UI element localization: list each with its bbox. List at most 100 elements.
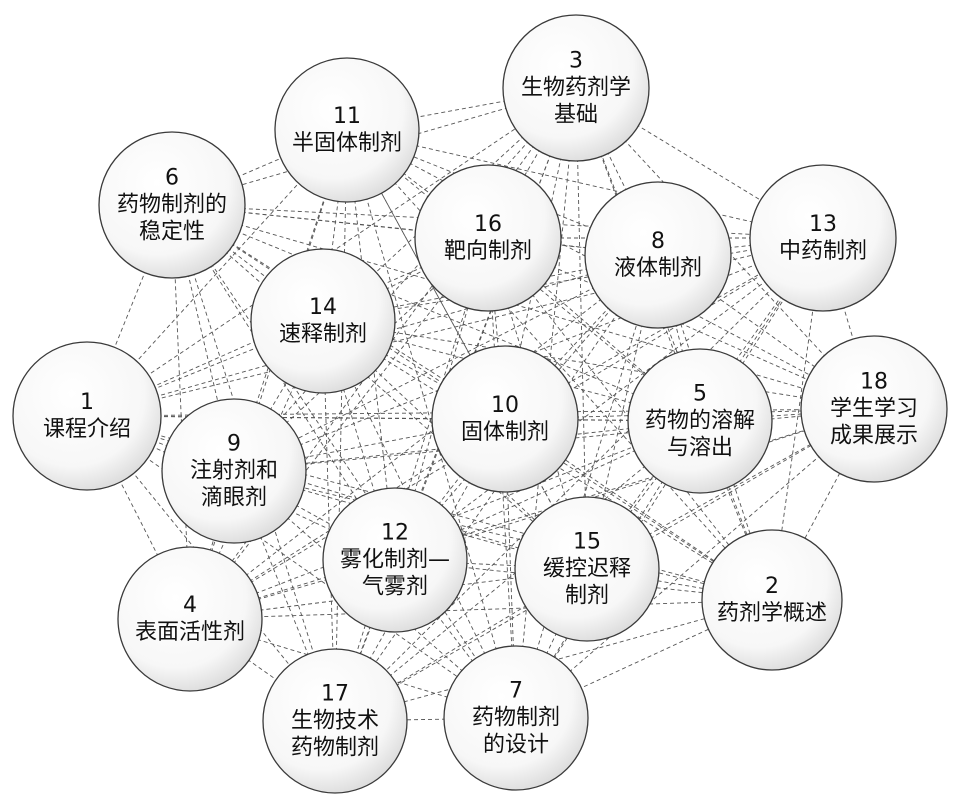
topic-label: 成果展示 xyxy=(830,424,918,449)
topic-label: 课程介绍 xyxy=(43,417,131,442)
topic-node-circle xyxy=(627,348,773,494)
edge-3-9 xyxy=(233,87,577,472)
topic-number: 12 xyxy=(381,521,409,546)
edge-13-14 xyxy=(322,237,824,322)
topic-number: 13 xyxy=(809,212,837,237)
topic-label: 制剂 xyxy=(565,584,609,609)
edge-12-13 xyxy=(394,237,824,561)
edge-6-15 xyxy=(171,204,588,570)
topic-label: 滴眼剂 xyxy=(201,486,267,511)
topic-label: 半固体制剂 xyxy=(292,131,402,156)
edge-7-12 xyxy=(394,559,517,719)
edge-6-17 xyxy=(171,204,336,722)
topic-number: 10 xyxy=(491,393,519,418)
topic-number: 1 xyxy=(80,390,94,415)
topic-node-circle xyxy=(414,164,562,312)
topic-number: 3 xyxy=(569,49,583,74)
topic-label: 中药制剂 xyxy=(779,239,867,264)
topic-number: 8 xyxy=(651,229,665,254)
topic-number: 2 xyxy=(765,574,779,599)
topic-node-circle xyxy=(514,496,660,642)
edge-11-13 xyxy=(346,129,824,239)
edge-7-8 xyxy=(515,254,659,719)
topic-label: 的设计 xyxy=(483,733,549,758)
topic-node-circle xyxy=(12,341,162,491)
topic-number: 6 xyxy=(165,166,179,191)
topic-node-circle xyxy=(274,57,420,203)
topic-node-circle xyxy=(431,345,579,493)
topic-label: 药剂学概述 xyxy=(717,601,827,626)
edge-5-11 xyxy=(346,129,701,422)
edge-11-18 xyxy=(346,129,875,410)
topic-node-circle xyxy=(98,131,246,279)
topic-label: 生物药剂学 xyxy=(521,76,631,101)
topic-label: 药物制剂 xyxy=(291,736,379,761)
topic-node-circle xyxy=(749,164,897,312)
edge-2-9 xyxy=(233,470,773,601)
topic-label: 药物的溶解 xyxy=(645,409,755,434)
topic-label: 基础 xyxy=(554,103,598,128)
topic-label: 学生学习 xyxy=(830,397,918,422)
edge-6-7 xyxy=(171,204,517,719)
edge-11-15 xyxy=(346,129,588,570)
edge-16-17 xyxy=(334,237,489,722)
edge-4-16 xyxy=(189,237,489,620)
topic-label: 液体制剂 xyxy=(614,256,702,281)
topic-node-circle xyxy=(584,181,732,329)
topic-label: 速释制剂 xyxy=(279,322,367,347)
edge-1-7 xyxy=(86,415,517,719)
edge-2-4 xyxy=(189,599,773,620)
edge-4-8 xyxy=(189,254,659,620)
topic-label: 气雾剂 xyxy=(362,575,428,600)
topic-label: 生物技术 xyxy=(291,709,379,734)
edge-7-11 xyxy=(346,129,517,719)
edge-3-15 xyxy=(575,87,588,570)
topic-node-circle xyxy=(161,398,307,544)
topic-label: 缓控迟释 xyxy=(543,557,631,582)
topic-node-circle xyxy=(250,248,396,394)
topic-node-circle xyxy=(443,645,589,791)
topic-label: 药物制剂的 xyxy=(117,193,227,218)
topic-node-circle xyxy=(701,529,843,671)
edge-14-18 xyxy=(322,320,875,410)
topic-label: 药物制剂 xyxy=(472,706,560,731)
topic-number: 18 xyxy=(860,370,888,395)
edge-8-9 xyxy=(233,254,659,472)
topic-number: 7 xyxy=(509,679,523,704)
edge-2-3 xyxy=(575,87,773,601)
edge-13-17 xyxy=(334,237,824,722)
topic-number: 16 xyxy=(474,212,502,237)
topic-node-circle xyxy=(322,487,468,633)
topic-node-circle xyxy=(800,335,948,483)
topic-number: 9 xyxy=(227,432,241,457)
edge-6-18 xyxy=(171,204,875,410)
topic-node-circle xyxy=(117,546,263,692)
topic-node-circle xyxy=(262,648,408,794)
edge-1-9 xyxy=(86,415,235,472)
topic-label: 表面活性剂 xyxy=(135,620,245,645)
topic-label: 注射剂和 xyxy=(190,459,278,484)
topic-nodes: 1课程介绍2药剂学概述3生物药剂学基础4表面活性剂5药物的溶解与溶出6药物制剂的… xyxy=(12,14,948,794)
edge-6-8 xyxy=(171,204,659,256)
edge-5-17 xyxy=(334,420,701,722)
topic-number: 4 xyxy=(183,593,197,618)
topic-label: 稳定性 xyxy=(139,220,205,245)
topic-node-circle xyxy=(502,14,650,162)
topic-number: 11 xyxy=(333,104,361,129)
topic-label: 靶向制剂 xyxy=(444,239,532,264)
